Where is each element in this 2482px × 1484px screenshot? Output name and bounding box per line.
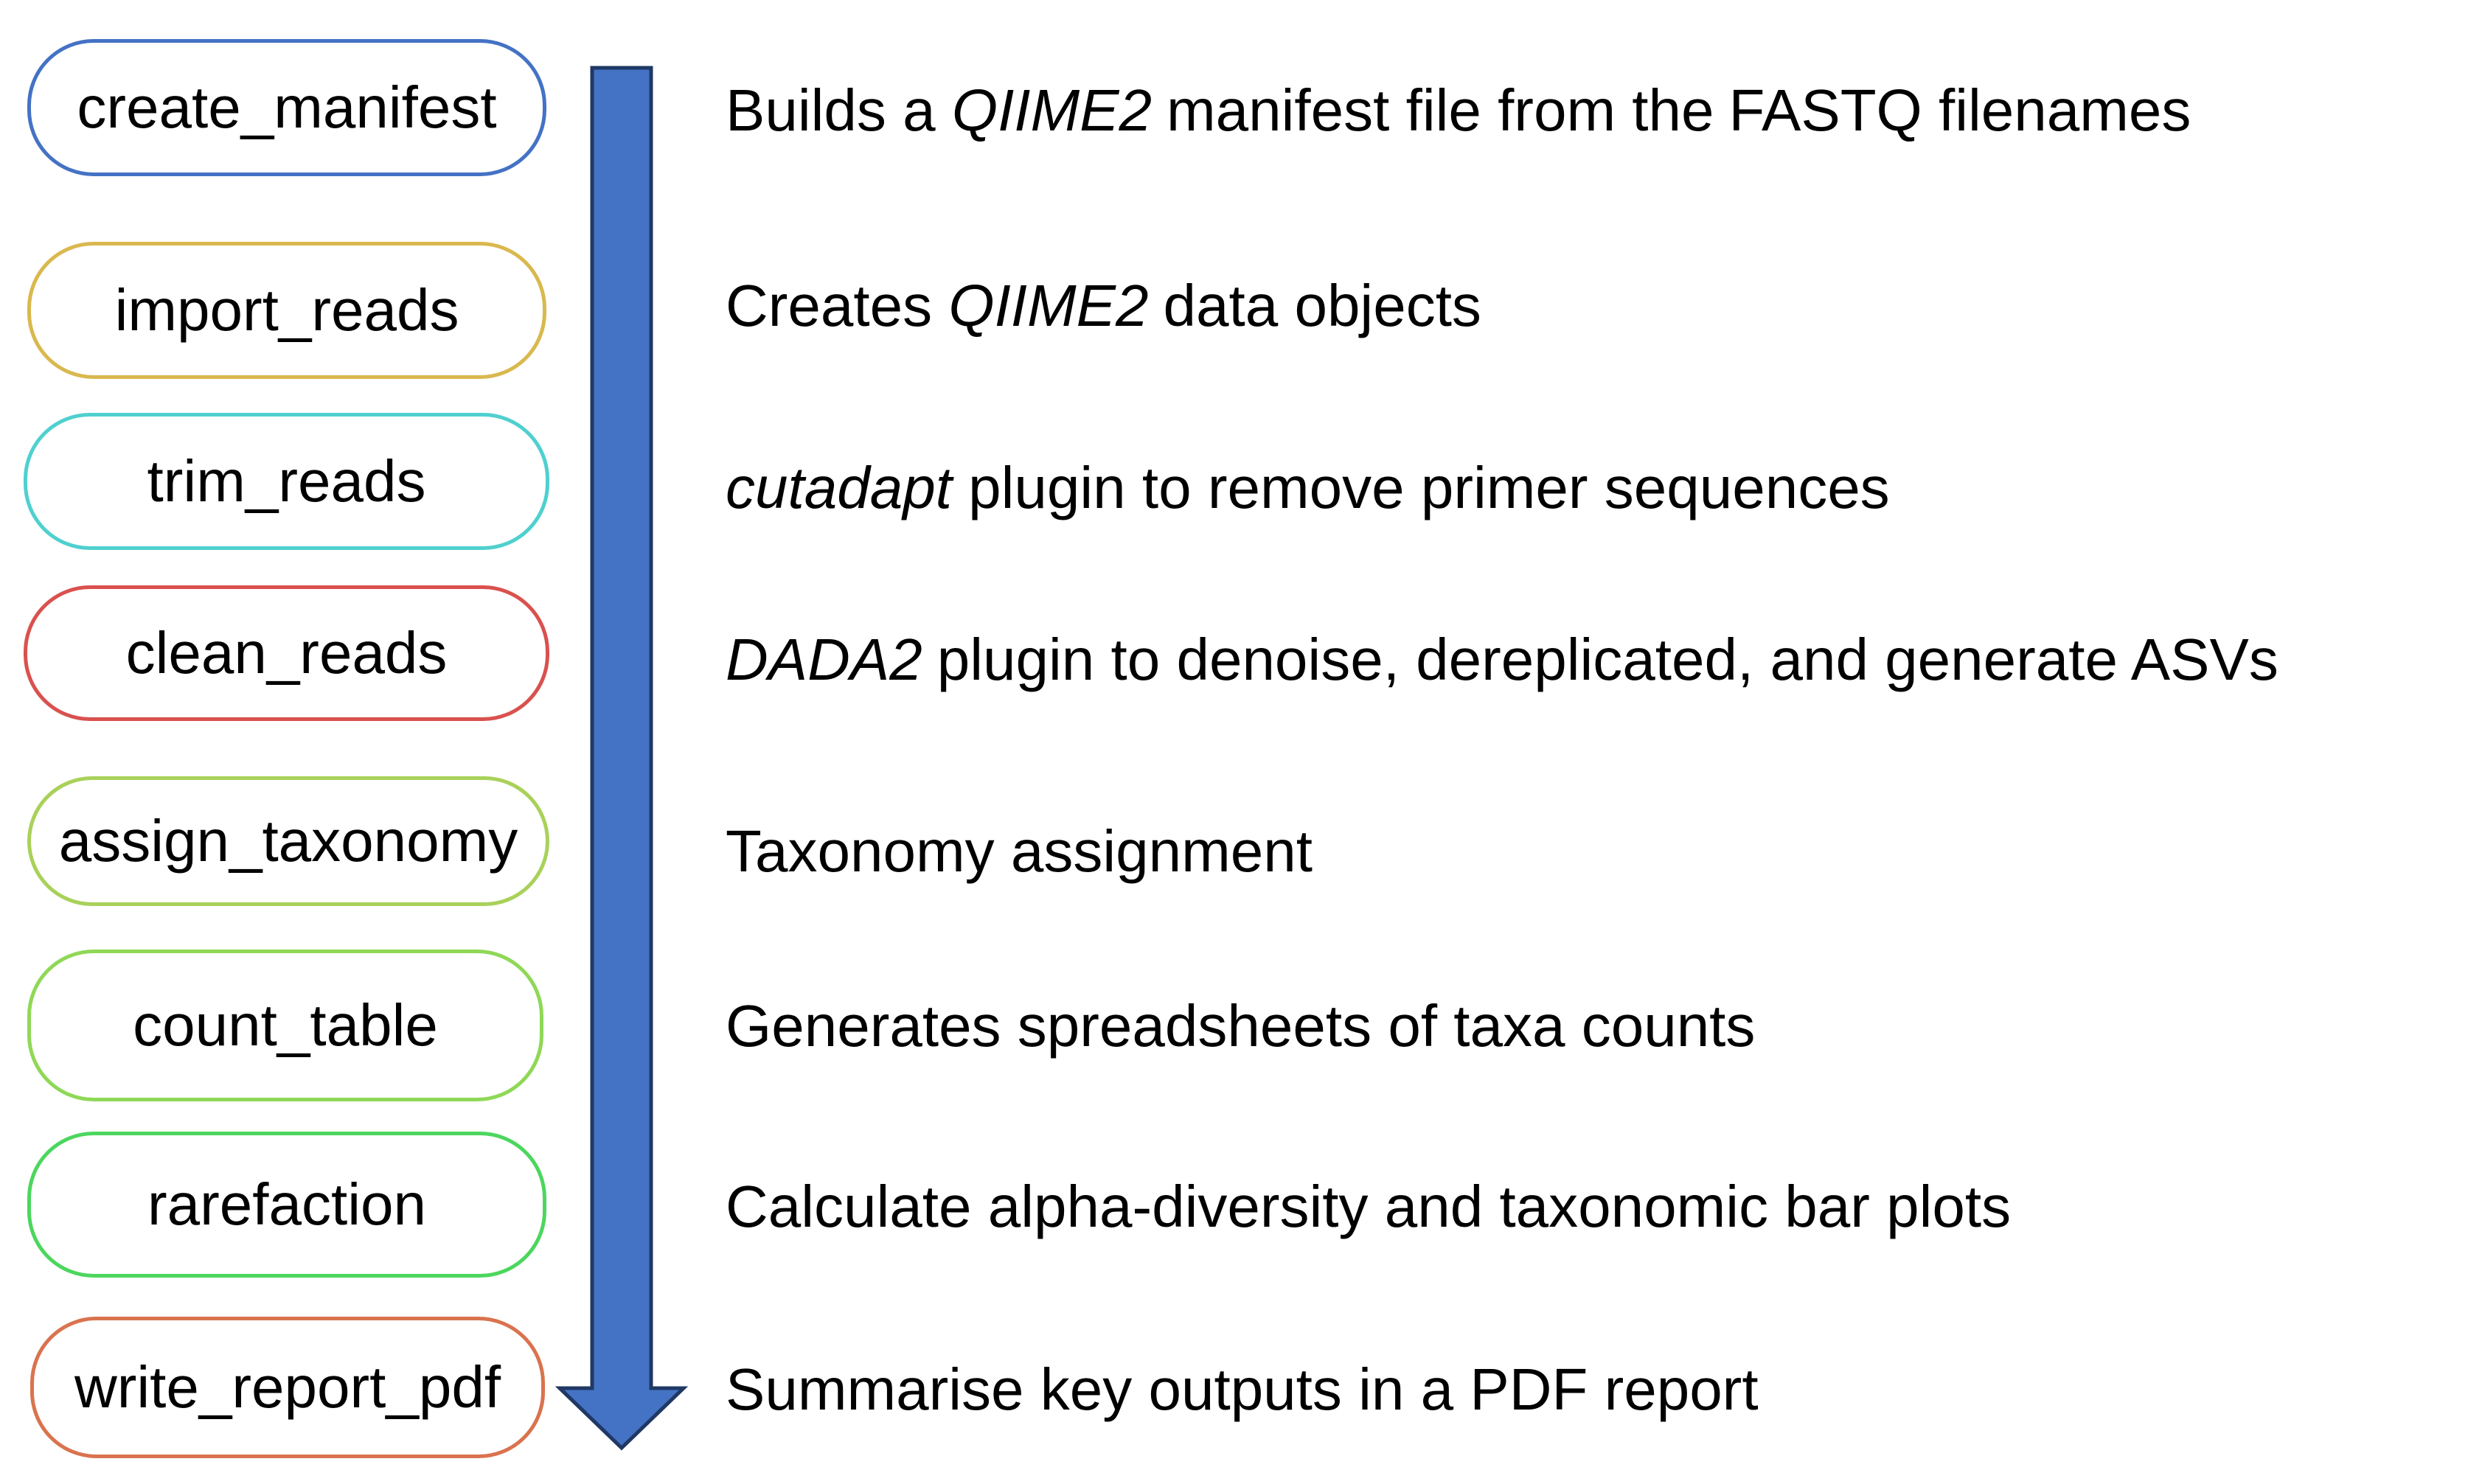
down-arrow-shape bbox=[555, 66, 689, 1451]
step-rarefaction: rarefaction bbox=[27, 1132, 546, 1278]
description-trim-reads: cutadapt plugin to remove primer sequenc… bbox=[726, 455, 1890, 520]
step-write-report-pdf: write_report_pdf bbox=[30, 1317, 545, 1458]
description-write-report-pdf: Summarise key outputs in a PDF report bbox=[726, 1356, 1759, 1422]
step-create-manifest: create_manifest bbox=[27, 39, 546, 176]
step-trim-reads: trim_reads bbox=[24, 413, 549, 550]
description-assign-taxonomy: Taxonomy assignment bbox=[726, 818, 1313, 884]
step-clean-reads: clean_reads bbox=[24, 585, 549, 721]
step-count-table: count_table bbox=[27, 950, 543, 1101]
step-assign-taxonomy: assign_taxonomy bbox=[27, 776, 549, 906]
description-count-table: Generates spreadsheets of taxa counts bbox=[726, 993, 1756, 1059]
description-rarefaction: Calculate alpha-diversity and taxonomic … bbox=[726, 1174, 2012, 1239]
step-import-reads: import_reads bbox=[27, 242, 546, 379]
